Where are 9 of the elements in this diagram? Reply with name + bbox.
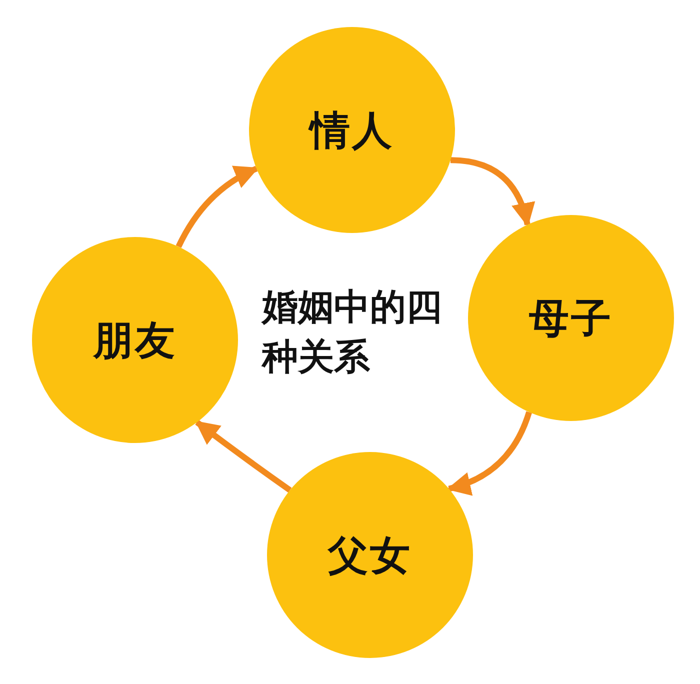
node-label: 父女: [328, 532, 412, 580]
title-text: 婚姻中的四种关系: [262, 286, 443, 380]
node-label: 母子: [529, 294, 613, 344]
node-label: 情人: [310, 106, 394, 156]
node-label: 朋友: [93, 316, 177, 366]
curved-arrow: [195, 420, 292, 493]
curved-arrow: [176, 166, 259, 248]
curved-arrow: [446, 411, 532, 495]
curved-arrow: [450, 157, 534, 227]
